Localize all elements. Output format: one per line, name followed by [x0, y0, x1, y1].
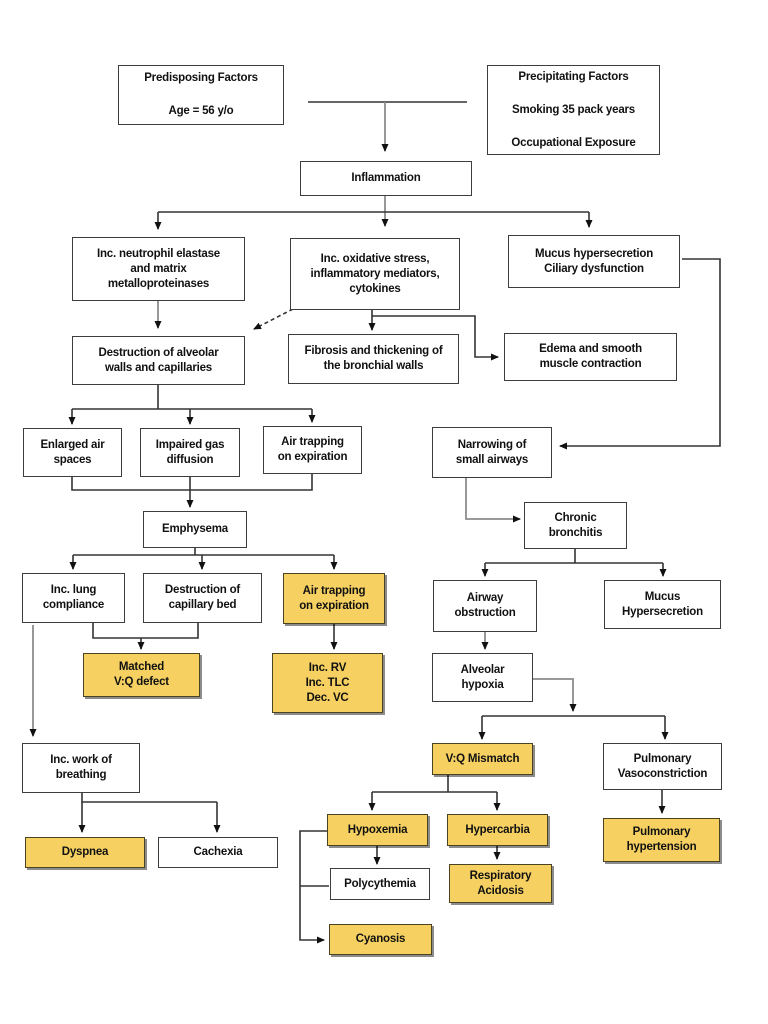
node-dyspnea: Dyspnea [25, 837, 145, 868]
node-polycythemia: Polycythemia [330, 868, 430, 900]
node-fibrosis-thickening: Fibrosis and thickening of the bronchial… [288, 334, 459, 384]
node-neutrophil-elastase: Inc. neutrophil elastase and matrix meta… [72, 237, 245, 301]
node-chronic-bronchitis: Chronic bronchitis [524, 502, 627, 549]
node-narrowing-small-airways: Narrowing of small airways [432, 427, 552, 478]
node-mucus-ciliary-dysfunction: Mucus hypersecretion Ciliary dysfunction [508, 235, 680, 288]
node-enlarged-air-spaces: Enlarged air spaces [23, 428, 122, 477]
node-air-trapping-highlight: Air trapping on expiration [283, 573, 385, 624]
node-precipitating-factors: Precipitating Factors Smoking 35 pack ye… [487, 65, 660, 155]
node-hypoxemia: Hypoxemia [327, 814, 428, 846]
node-destruction-alveolar: Destruction of alveolar walls and capill… [72, 336, 245, 385]
node-oxidative-stress: Inc. oxidative stress, inflammatory medi… [290, 238, 460, 310]
node-matched-vq-defect: Matched V:Q defect [83, 653, 200, 697]
node-alveolar-hypoxia: Alveolar hypoxia [432, 653, 533, 702]
node-airway-obstruction: Airway obstruction [433, 580, 537, 632]
node-lung-volumes: Inc. RV Inc. TLC Dec. VC [272, 653, 383, 713]
node-emphysema: Emphysema [143, 511, 247, 548]
node-inc-lung-compliance: Inc. lung compliance [22, 573, 125, 623]
node-air-trapping-expiration: Air trapping on expiration [263, 426, 362, 474]
node-edema-smooth-muscle: Edema and smooth muscle contraction [504, 333, 677, 381]
node-respiratory-acidosis: Respiratory Acidosis [449, 864, 552, 903]
node-inflammation: Inflammation [300, 161, 472, 196]
node-cyanosis: Cyanosis [329, 924, 432, 955]
node-pulmonary-vasoconstriction: Pulmonary Vasoconstriction [603, 743, 722, 790]
node-predisposing-factors: Predisposing Factors Age = 56 y/o [118, 65, 284, 125]
node-cachexia: Cachexia [158, 837, 278, 868]
node-inc-work-of-breathing: Inc. work of breathing [22, 743, 140, 793]
node-hypercarbia: Hypercarbia [447, 814, 548, 846]
node-destruction-capillary-bed: Destruction of capillary bed [143, 573, 262, 623]
node-impaired-gas-diffusion: Impaired gas diffusion [140, 428, 240, 477]
node-pulmonary-hypertension: Pulmonary hypertension [603, 818, 720, 862]
node-mucus-hypersecretion: Mucus Hypersecretion [604, 580, 721, 629]
node-vq-mismatch: V:Q Mismatch [432, 743, 533, 775]
